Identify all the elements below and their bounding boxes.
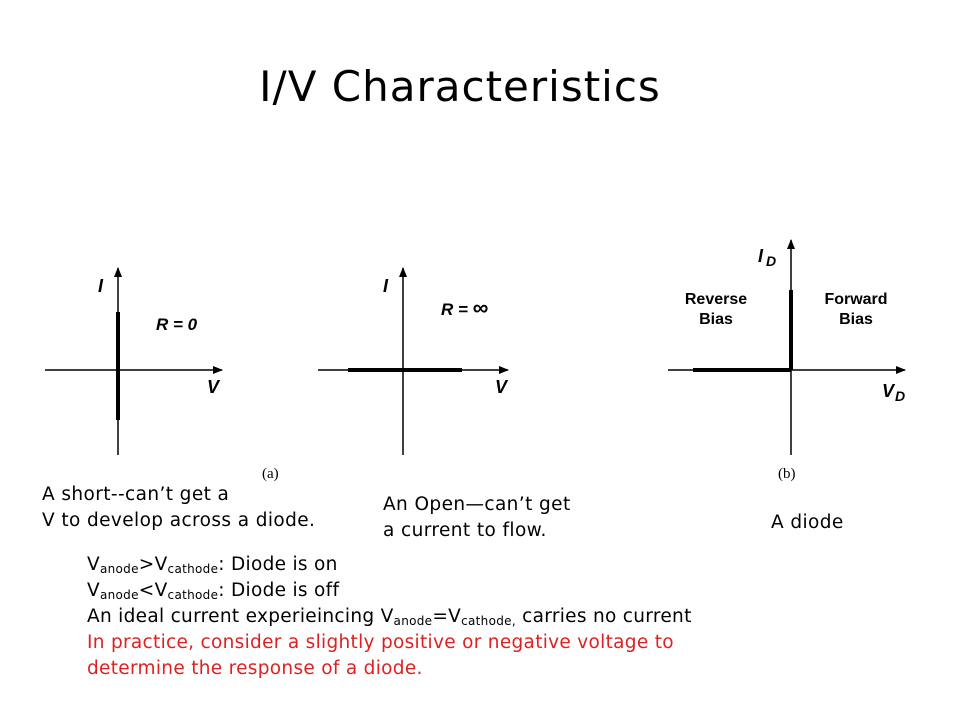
short-caption-line2: V to develop across a diode. — [42, 510, 316, 531]
diode-caption: A diode — [771, 512, 844, 533]
open-caption: An Open—can’t get a current to flow. — [383, 492, 571, 544]
x-axis-label: V — [207, 377, 221, 397]
forward-bias-label-line1: Forward — [824, 291, 887, 308]
short-caption: A short--can’t get a V to develop across… — [42, 482, 315, 534]
note-text: An ideal current experieincing V — [87, 606, 394, 627]
note-subscript: cathode, — [461, 614, 516, 628]
open-caption-line1: An Open—can’t get — [383, 494, 571, 515]
note-ideal-current: An ideal current experieincing Vanode=Vc… — [87, 604, 692, 630]
note-text: <V — [138, 580, 168, 601]
resistance-annotation: R = — [441, 300, 473, 319]
infinity-symbol: ∞ — [473, 295, 489, 320]
open-caption-line2: a current to flow. — [383, 520, 547, 541]
y-axis-label: I — [758, 246, 764, 266]
note-diode-off: Vanode<Vcathode: Diode is off — [87, 578, 692, 604]
svg-text:R = ∞: R = ∞ — [441, 295, 488, 320]
y-axis-subscript: D — [766, 253, 776, 269]
reverse-bias-label-line2: Bias — [699, 311, 733, 328]
y-axis-label: I — [98, 276, 104, 296]
x-axis-label: V — [495, 377, 509, 397]
note-diode-on: Vanode>Vcathode: Diode is on — [87, 552, 692, 578]
x-axis-label: V — [882, 381, 896, 401]
note-subscript: cathode — [167, 562, 219, 576]
y-axis-label: I — [383, 276, 389, 296]
note-text: V — [87, 554, 100, 575]
note-text: >V — [138, 554, 168, 575]
x-axis-subscript: D — [895, 388, 905, 404]
note-subscript: anode — [393, 614, 433, 628]
note-practice-line1: In practice, consider a slightly positiv… — [87, 632, 674, 653]
short-caption-line1: A short--can’t get a — [42, 484, 230, 505]
part-label-a: (a) — [262, 466, 279, 482]
note-subscript: cathode — [167, 588, 219, 602]
open-circuit-diagram: I V R = ∞ — [318, 267, 509, 455]
note-text: : Diode is off — [218, 580, 340, 601]
note-text: V — [87, 580, 100, 601]
notes-block: Vanode>Vcathode: Diode is on Vanode<Vcat… — [87, 552, 692, 682]
note-subscript: anode — [99, 562, 139, 576]
svg-text:ID: ID — [758, 246, 776, 269]
reverse-bias-label-line1: Reverse — [685, 291, 747, 308]
svg-text:VD: VD — [882, 381, 905, 404]
page-title: I/V Characteristics — [259, 62, 661, 111]
short-circuit-diagram: I V R = 0 — [45, 267, 223, 455]
forward-bias-label-line2: Bias — [839, 311, 873, 328]
resistance-annotation: R = 0 — [156, 315, 198, 334]
note-practice-line2: determine the response of a diode. — [87, 658, 423, 679]
note-text: carries no current — [515, 606, 692, 627]
part-label-b: (b) — [778, 466, 796, 482]
note-text: =V — [432, 606, 462, 627]
note-text: : Diode is on — [218, 554, 338, 575]
note-subscript: anode — [99, 588, 139, 602]
